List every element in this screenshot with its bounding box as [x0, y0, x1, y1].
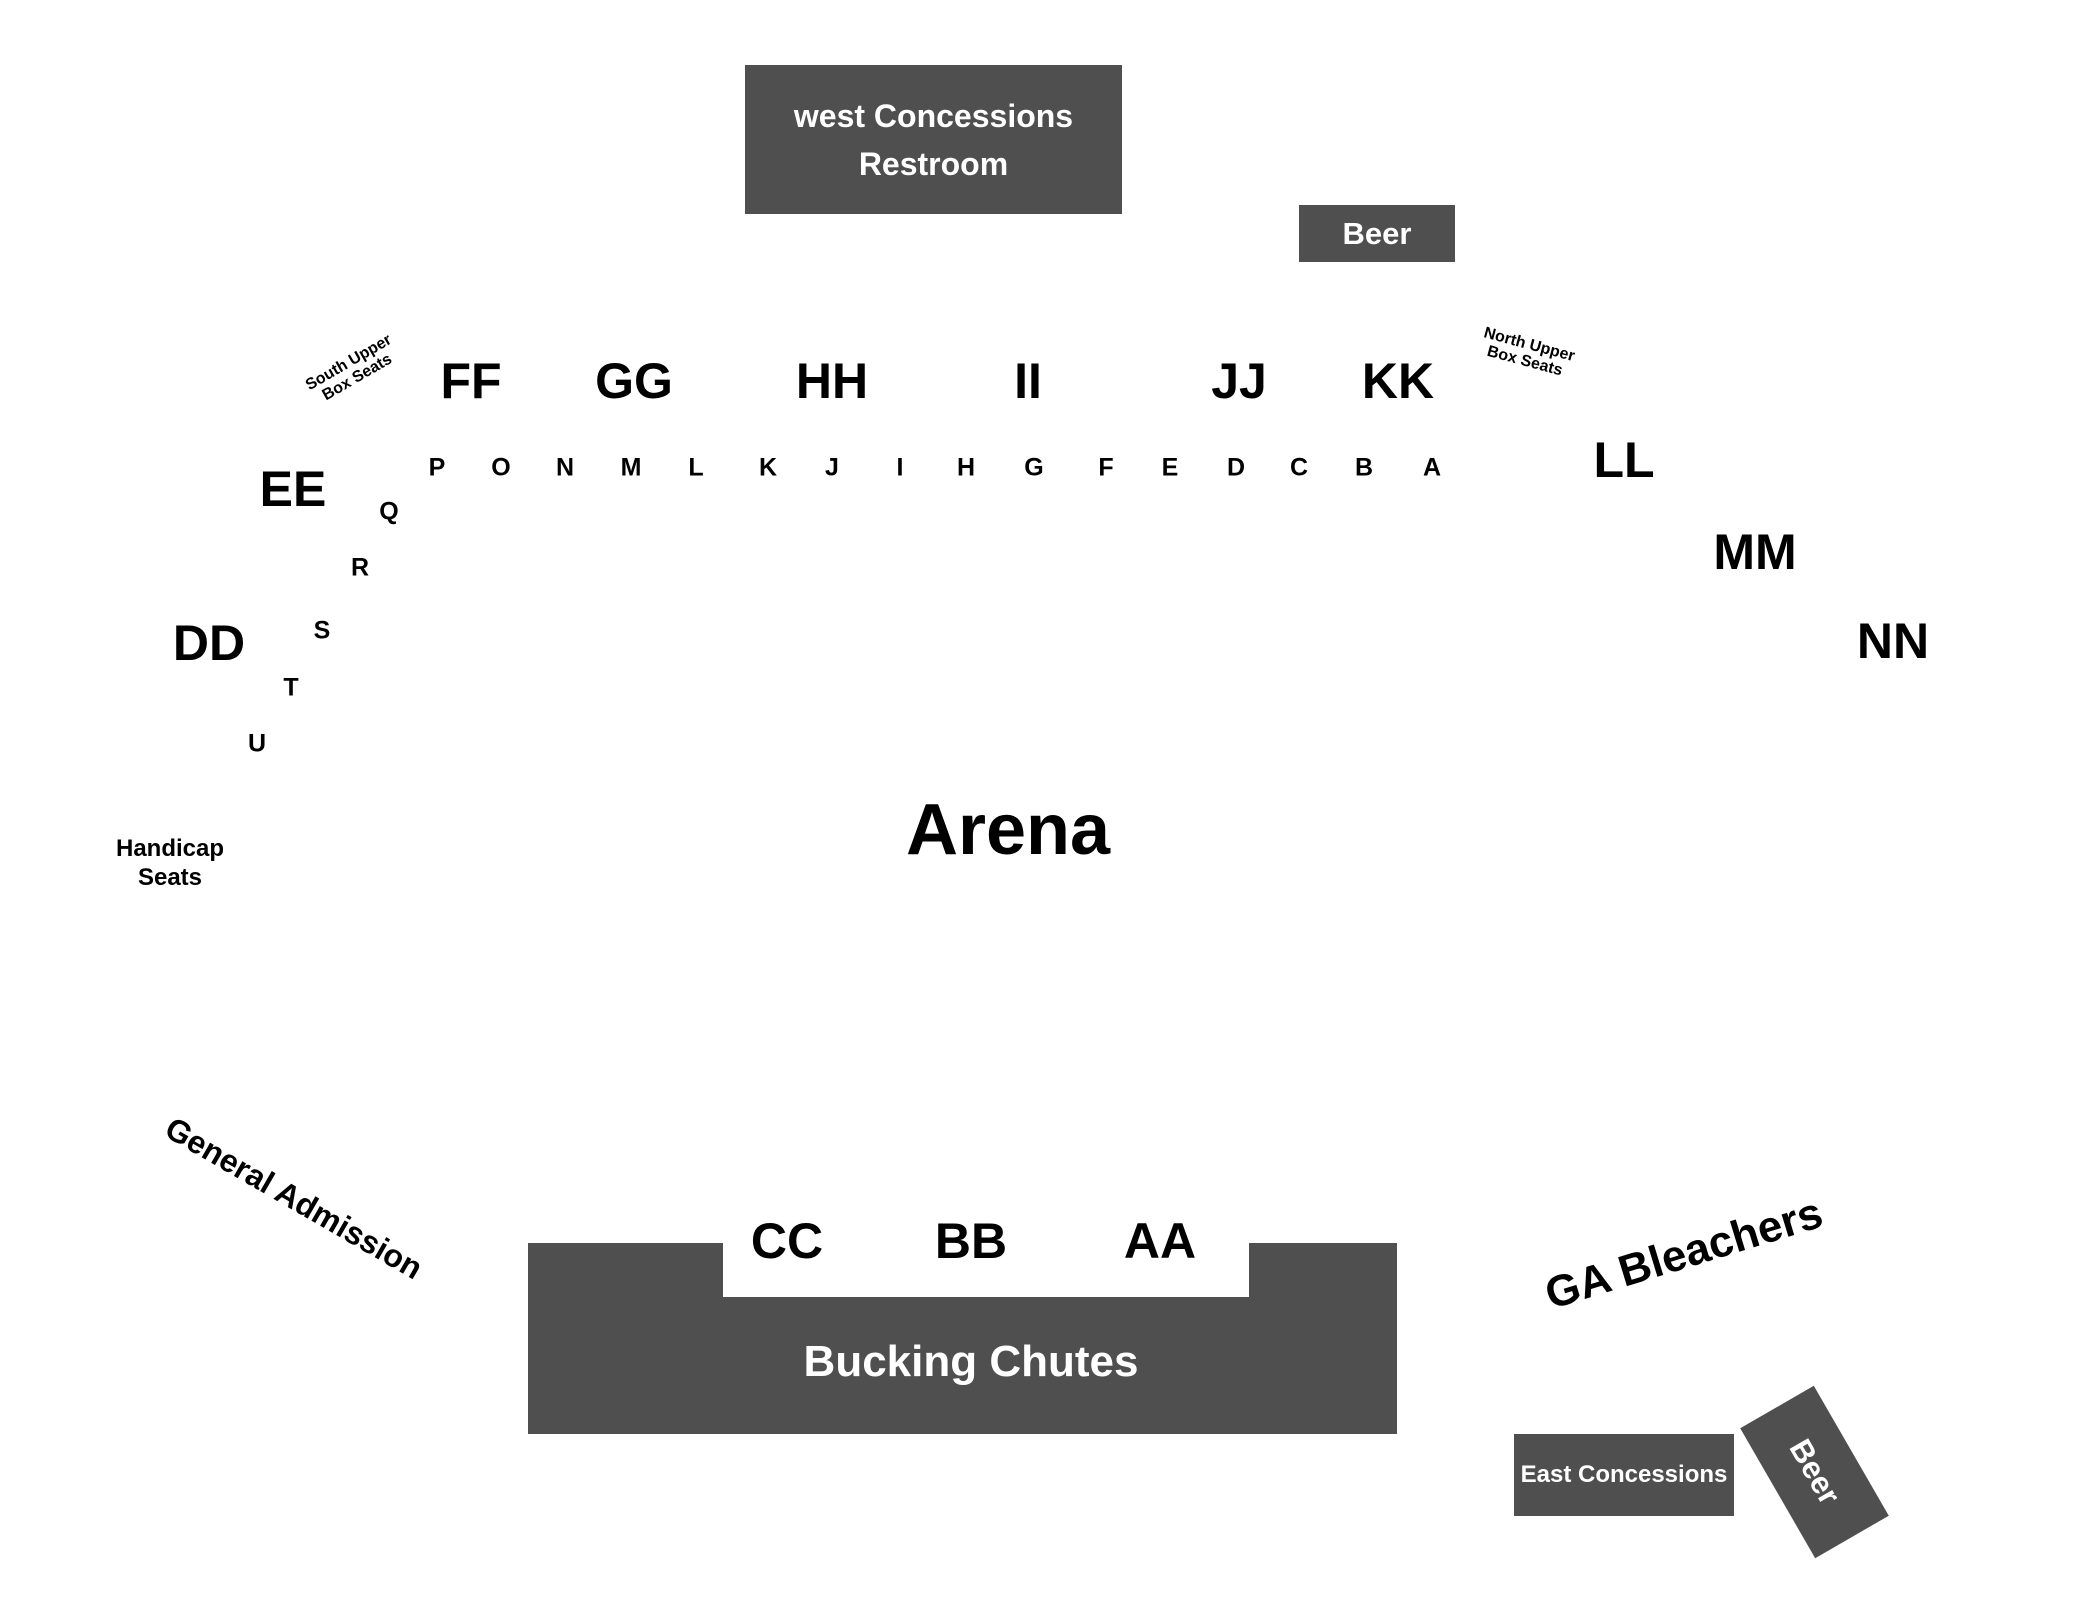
- section-ll[interactable]: LL: [1593, 432, 1655, 488]
- row-f[interactable]: F: [1098, 453, 1114, 482]
- row-k[interactable]: K: [758, 453, 778, 482]
- section-mm[interactable]: MM: [1713, 524, 1797, 580]
- row-q[interactable]: Q: [379, 497, 399, 526]
- section-hh[interactable]: HH: [795, 353, 869, 409]
- west-concessions-label: west Concessions: [793, 97, 1074, 134]
- restroom-label: Restroom: [858, 145, 1009, 182]
- section-ff[interactable]: FF: [440, 353, 502, 409]
- section-dd[interactable]: DD: [172, 615, 246, 671]
- row-h[interactable]: H: [956, 453, 976, 482]
- section-ee[interactable]: EE: [259, 461, 327, 517]
- row-i[interactable]: I: [896, 453, 904, 482]
- row-b[interactable]: B: [1354, 453, 1374, 482]
- row-s[interactable]: S: [313, 616, 331, 645]
- east-concessions-label: East Concessions: [1520, 1461, 1728, 1488]
- section-jj[interactable]: JJ: [1211, 353, 1267, 409]
- row-m[interactable]: M: [620, 453, 642, 482]
- west-concessions-box[interactable]: west Concessions Restroom: [745, 65, 1122, 214]
- beer-top-label: Beer: [1342, 215, 1412, 251]
- section-gg[interactable]: GG: [595, 353, 673, 409]
- section-nn[interactable]: NN: [1856, 613, 1930, 669]
- row-c[interactable]: C: [1289, 453, 1309, 482]
- section-ii[interactable]: II: [1014, 353, 1042, 409]
- section-aa[interactable]: AA: [1123, 1213, 1197, 1269]
- handicap-seats-label[interactable]: Handicap Seats: [100, 834, 240, 892]
- row-n[interactable]: N: [555, 453, 575, 482]
- row-p[interactable]: P: [428, 453, 446, 482]
- section-bb[interactable]: BB: [934, 1213, 1008, 1269]
- row-g[interactable]: G: [1024, 453, 1044, 482]
- row-e[interactable]: E: [1161, 453, 1179, 482]
- section-kk[interactable]: KK: [1361, 353, 1435, 409]
- bucking-chutes-shape[interactable]: [528, 1243, 1397, 1434]
- row-d[interactable]: D: [1226, 453, 1246, 482]
- beer-stand-top[interactable]: Beer: [1299, 205, 1455, 262]
- handicap-line2: Seats: [137, 864, 203, 891]
- beer-bottom-label: Beer: [1782, 1433, 1848, 1511]
- row-t[interactable]: T: [283, 673, 299, 702]
- east-concessions-box[interactable]: East Concessions: [1514, 1434, 1734, 1516]
- section-cc[interactable]: CC: [750, 1213, 824, 1269]
- row-a[interactable]: A: [1422, 453, 1442, 482]
- row-o[interactable]: O: [491, 453, 511, 482]
- row-j[interactable]: J: [825, 453, 839, 482]
- arena-label: Arena: [905, 790, 1111, 870]
- bucking-chutes-label: Bucking Chutes: [803, 1337, 1139, 1386]
- row-u[interactable]: U: [247, 729, 267, 758]
- handicap-line1: Handicap: [115, 835, 225, 862]
- row-l[interactable]: L: [688, 453, 704, 482]
- row-r[interactable]: R: [350, 553, 370, 582]
